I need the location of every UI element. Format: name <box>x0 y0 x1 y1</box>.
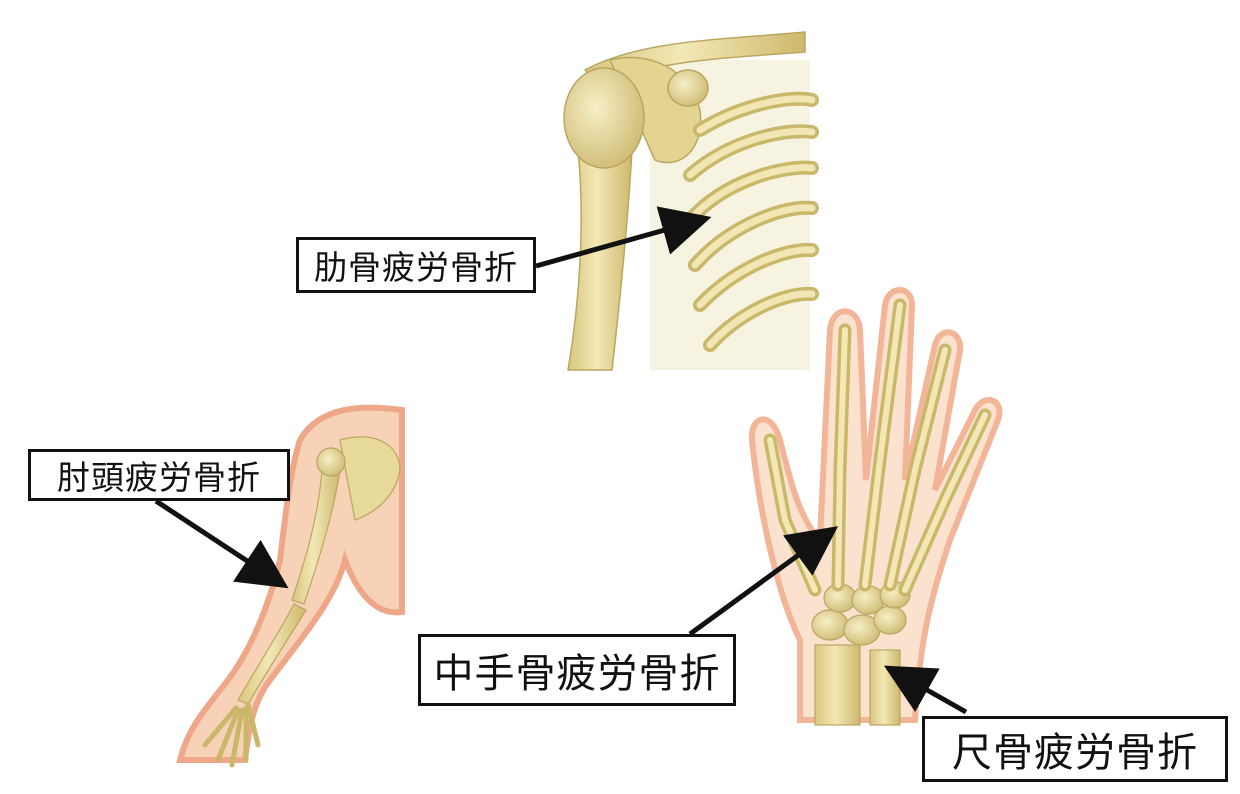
shoulder-illustration <box>563 31 819 371</box>
label-metacarpal-stress-fracture: 中手骨疲労骨折 <box>418 634 736 706</box>
arrow-rib <box>535 206 712 269</box>
hand-illustration <box>748 287 1003 726</box>
label-ulna-stress-fracture: 尺骨疲労骨折 <box>922 716 1228 782</box>
label-metacarpal-text: 中手骨疲労骨折 <box>433 651 721 697</box>
arrow-ulna <box>883 665 968 715</box>
callout-arrows <box>154 206 968 715</box>
arrow-olecranon <box>154 498 289 589</box>
label-rib-stress-fracture: 肋骨疲労骨折 <box>296 237 536 293</box>
label-olecranon-stress-fracture: 肘頭疲労骨折 <box>28 449 290 501</box>
arrow-metacarpal <box>688 526 839 637</box>
label-rib-text: 肋骨疲労骨折 <box>314 248 518 287</box>
label-olecranon-text: 肘頭疲労骨折 <box>57 458 261 497</box>
label-ulna-text: 尺骨疲労骨折 <box>952 730 1198 776</box>
